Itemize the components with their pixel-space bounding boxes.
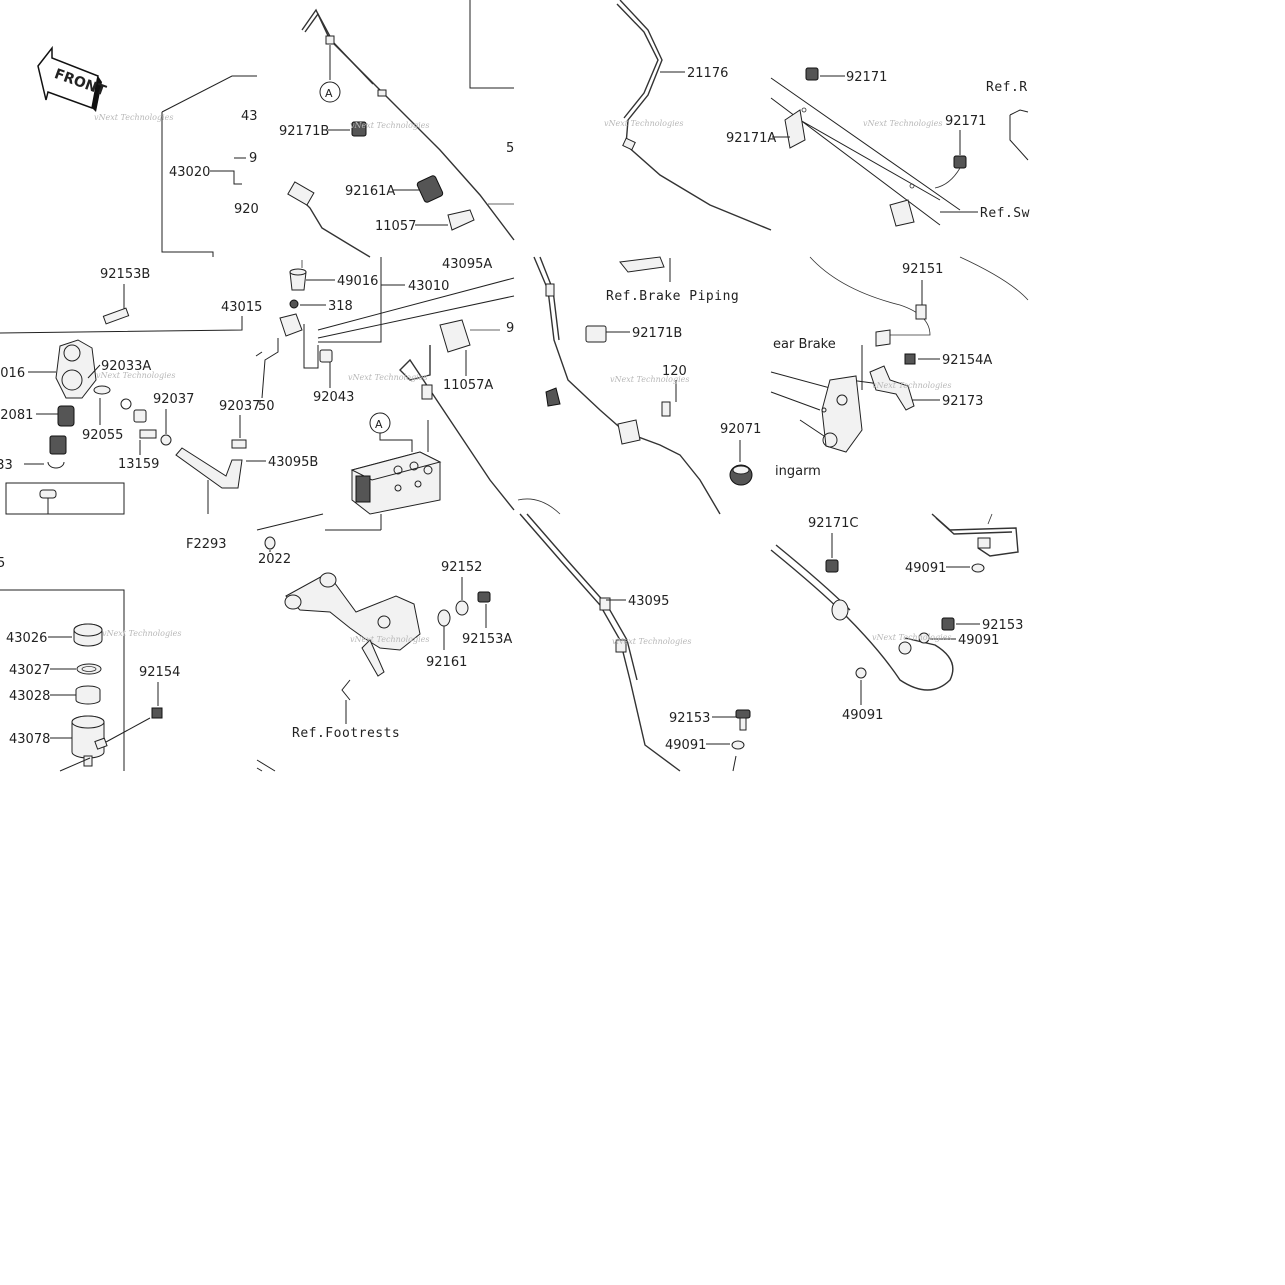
circle-label: A — [375, 418, 383, 431]
tile-6: 49016 318 43010 43095A 92043 9 11057A A — [255, 257, 515, 515]
figure-code: F2293 — [186, 537, 227, 552]
tile-9: F2293 5 43026 43027 43028 43078 92154 vN… — [0, 537, 227, 772]
ref-label: Ref.Brake Piping — [606, 289, 739, 304]
part-label: 43095A — [442, 257, 492, 272]
abs-unit-icon — [350, 451, 442, 515]
part-label: 2022 — [258, 552, 291, 567]
part-label: 92153B — [100, 267, 150, 282]
part-label: 920 — [234, 202, 259, 217]
part-label: 43020 — [169, 165, 210, 180]
part-label: 43095 — [628, 594, 669, 609]
tile-7: Ref.Brake Piping 92171B 120 92071 vNext … — [517, 256, 761, 515]
part-label: 92037 — [219, 399, 260, 414]
watermark: vNext Technologies — [96, 371, 175, 380]
part-label: 92151 — [902, 262, 943, 277]
part-label: 50 — [258, 399, 275, 414]
part-label: 92171C — [808, 516, 858, 531]
part-label: 92153 — [669, 711, 710, 726]
brake-pedal-icon — [284, 572, 421, 701]
tile-3: 5 21176 vNext Technologies — [469, 0, 772, 231]
part-label: 92153A — [462, 632, 512, 647]
part-label: 318 — [328, 299, 353, 314]
circle-label: A — [325, 87, 333, 100]
part-label: 21176 — [687, 66, 728, 81]
part-label: 49016 — [337, 274, 378, 289]
part-label: 49091 — [958, 633, 999, 648]
part-label: 3016 — [0, 366, 25, 381]
part-label: 5 — [506, 141, 514, 156]
part-label: 9 — [249, 151, 257, 166]
part-label: 43028 — [9, 689, 50, 704]
watermark: vNext Technologies — [94, 113, 173, 122]
part-label: 11057A — [443, 378, 493, 393]
front-arrow-icon: FRONT — [37, 45, 108, 112]
part-label: 92043 — [313, 390, 354, 405]
watermark: vNext Technologies — [350, 121, 429, 130]
part-label: 92171 — [846, 70, 887, 85]
watermark: vNext Technologies — [610, 375, 689, 384]
part-label: 43026 — [6, 631, 47, 646]
part-label: 49091 — [665, 738, 706, 753]
ref-label: Ref.Sw — [980, 206, 1030, 221]
part-label: 033 — [0, 458, 13, 473]
part-label: 92081 — [0, 408, 33, 423]
watermark: vNext Technologies — [350, 635, 429, 644]
watermark: vNext Technologies — [102, 629, 181, 638]
part-label: 92037 — [153, 392, 194, 407]
tile-8: 92151 ear Brake 92154A 92173 ingarm vNex… — [770, 256, 1029, 479]
tile-2: A 92171B 92161A 11057 vNext Technologies — [279, 8, 515, 258]
part-label: 92161 — [426, 655, 467, 670]
part-label: 92033A — [101, 359, 151, 374]
part-label: 13159 — [118, 457, 159, 472]
part-label: 92161A — [345, 184, 395, 199]
part-label: 49091 — [905, 561, 946, 576]
part-label: 43010 — [408, 279, 449, 294]
watermark: vNext Technologies — [863, 119, 942, 128]
watermark: vNext Technologies — [348, 373, 427, 382]
part-label: 92171 — [945, 114, 986, 129]
tile-12: 92171C 49091 92153 49091 49091 vNext Tec… — [770, 513, 1023, 723]
tile-10: 2022 Ref.Footrests 92152 92153A 92161 vN… — [256, 513, 512, 772]
watermark: vNext Technologies — [604, 119, 683, 128]
part-label: 9 — [506, 321, 514, 336]
part-label: ingarm — [775, 464, 821, 479]
ref-label: Ref.R — [986, 80, 1028, 95]
part-label: 92173 — [942, 394, 983, 409]
part-label: 43078 — [9, 732, 50, 747]
part-label: 92171A — [726, 131, 776, 146]
watermark: vNext Technologies — [872, 633, 951, 642]
part-label: 43015 — [221, 300, 262, 315]
tile-1: FRONT 43 43020 9 920 vNext Technologies — [37, 45, 259, 257]
part-label: 43 — [241, 109, 258, 124]
part-label: 43027 — [9, 663, 50, 678]
part-label: 5 — [0, 556, 5, 571]
tile-11: 43095 92153 49091 vNext Technologies — [519, 513, 751, 772]
tile-4: 92171 92171A 92171 Ref.R Ref.Sw vNext Te… — [726, 67, 1030, 227]
part-label: 92171B — [279, 124, 329, 139]
ref-label: Ref.Footrests — [292, 726, 400, 741]
part-label: 92055 — [82, 428, 123, 443]
part-label: 92152 — [441, 560, 482, 575]
watermark: vNext Technologies — [612, 637, 691, 646]
watermark: vNext Technologies — [872, 381, 951, 390]
tile-5: 92153B 43015 3016 92033A 92081 92055 033… — [0, 267, 318, 515]
part-label: 92153 — [982, 618, 1023, 633]
part-label: 92171B — [632, 326, 682, 341]
part-label: 120 — [662, 364, 687, 379]
part-label: 92154A — [942, 353, 992, 368]
part-label: 11057 — [375, 219, 416, 234]
part-label: ear Brake — [773, 337, 836, 352]
part-label: 92071 — [720, 422, 761, 437]
part-label: 92154 — [139, 665, 180, 680]
part-label: 49091 — [842, 708, 883, 723]
part-label: 43095B — [268, 455, 318, 470]
